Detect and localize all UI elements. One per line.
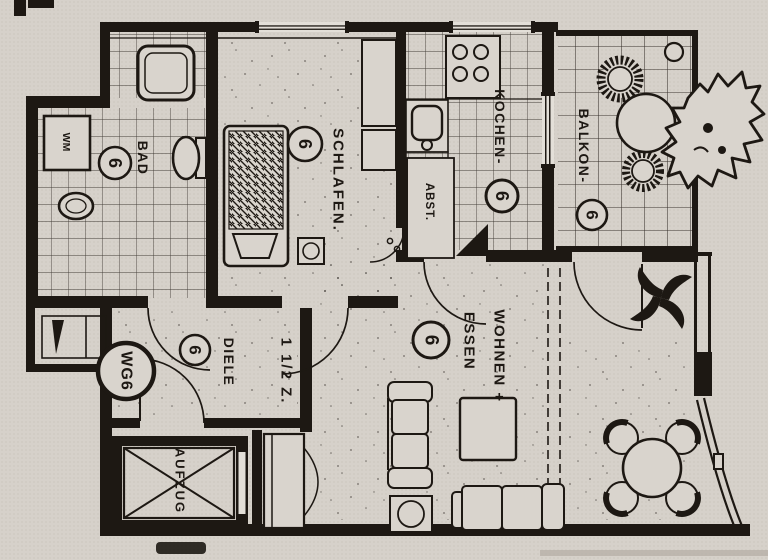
washing-machine-label: WM [60,133,72,152]
room-number-circle-wohnen [411,320,451,360]
burner [452,44,468,60]
room-number-kochen: 6 [492,191,512,201]
sink [57,191,95,221]
room-number-schlafen: 6 [295,139,315,149]
room-label-balkon: BALKON- [576,108,592,183]
corner-plant [630,267,692,329]
bay-window-curve [695,397,744,529]
elevator-cross [123,447,235,519]
bedroom-door-arc [281,307,349,375]
corner-pot [663,41,685,63]
kitchen-sink-unit [405,99,449,179]
burner [473,44,489,60]
kitchen [402,35,542,259]
wardrobe [361,39,397,127]
room-number-balkon: 6 [583,210,602,219]
room-label-abstellraum: ABST. [423,183,435,221]
photo-artifacts [14,0,768,556]
kitchen-door-arc [423,261,487,325]
stove [445,35,501,99]
shower [136,44,196,102]
coffee-table [458,396,518,462]
sofa-horizontal [451,483,565,531]
room-number-diele: 6 [186,345,205,354]
washing-machine [42,114,92,172]
shaft-niche-window [41,315,107,359]
bed [222,124,290,268]
bathroom-door-arc [147,307,211,371]
burner [452,66,468,82]
windows [41,21,744,529]
room-label-essen: ESSEN [461,312,478,370]
room-label-schlafen: SCHLAFEN. [330,128,347,232]
elevator-door [238,452,246,514]
bedroom [218,37,397,268]
kitchen-door-leaf [456,224,488,256]
room-number-circle-bad [97,145,133,181]
storage-room [402,157,455,259]
dining-table [621,437,683,499]
room-label-aufzug: AUFZUG [173,448,188,514]
wardrobe [361,129,397,171]
room-label-kochen: KOCHEN- [492,89,508,165]
bathroom [42,37,207,221]
apartment-size-label: 1 1/2 Z. [278,338,295,405]
balcony-door-arc [573,261,643,331]
door-knob-dot [386,237,394,245]
unit-number-label: WG6 [118,351,135,390]
kitchen-balcony-door [541,92,555,168]
side-table-plant [397,500,425,528]
room-number-bad: 6 [105,158,125,168]
side-table [389,495,433,533]
sofa-vertical [387,381,433,489]
nightstand [297,237,325,265]
kitchen-window [449,21,535,33]
living-dining [387,267,701,533]
dining-set [603,419,701,517]
toilet [171,135,201,181]
room-number-circle-balkon [575,198,609,232]
balcony-table [615,92,677,154]
elevator-lobby [112,432,319,532]
room-number-circle-diele [178,333,212,367]
faucet [421,139,433,151]
nightstand-lamp [302,242,320,260]
burner [473,66,489,82]
balcony [596,41,766,192]
room-label-diele: DIELE [221,338,237,387]
hall-wardrobe [262,432,319,530]
elevator-cab [122,446,236,520]
shaft-marker [52,320,64,354]
room-number-circle-kochen [484,178,520,214]
room-label-wohnen: WOHNEN + [491,309,508,402]
tree [660,70,766,190]
bedroom-window [255,21,349,33]
unit-number-circle [95,340,157,402]
room-number-circle-schlafen [286,125,324,163]
room-number-wohnen: 6 [421,335,442,346]
room-label-bad: BAD [135,141,151,176]
labels: 6 BAD WM 6 SCHLAFEN. 6 KOCHEN- ABST. 6 B… [60,89,609,514]
pillow [231,233,279,259]
door-knob-dot [393,245,401,253]
